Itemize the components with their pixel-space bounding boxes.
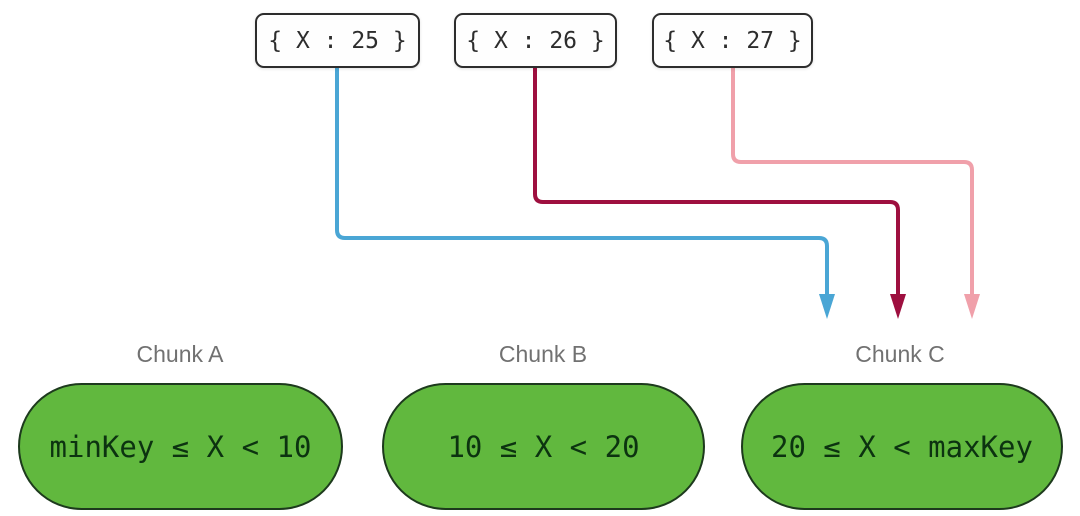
chunk-b-pill: 10 ≤ X < 20	[382, 383, 705, 510]
arrowhead-x26-icon	[890, 294, 906, 319]
arrow-x27-to-chunk-c	[731, 68, 974, 296]
chunk-c-range: 20 ≤ X < maxKey	[771, 429, 1033, 464]
chunk-b-label: Chunk B	[498, 341, 588, 367]
document-box-x27: { X : 27 }	[652, 13, 813, 68]
chunk-b-range: 10 ≤ X < 20	[447, 429, 640, 464]
arrowhead-x25-icon	[819, 294, 835, 319]
arrow-x26-to-chunk-c	[533, 68, 900, 296]
chunk-a-label: Chunk A	[136, 341, 224, 367]
chunk-a-range: minKey ≤ X < 10	[49, 429, 312, 464]
arrow-x25-to-chunk-c	[335, 68, 829, 296]
chunk-a-pill: minKey ≤ X < 10	[18, 383, 343, 510]
arrowhead-x27-icon	[964, 294, 980, 319]
document-text-x26: { X : 26 }	[466, 27, 605, 54]
document-box-x26: { X : 26 }	[454, 13, 617, 68]
document-box-x25: { X : 25 }	[255, 13, 420, 68]
chunk-c-label: Chunk C	[855, 341, 945, 367]
document-text-x25: { X : 25 }	[268, 27, 407, 54]
chunk-c-pill: 20 ≤ X < maxKey	[741, 383, 1063, 510]
document-text-x27: { X : 27 }	[663, 27, 802, 54]
